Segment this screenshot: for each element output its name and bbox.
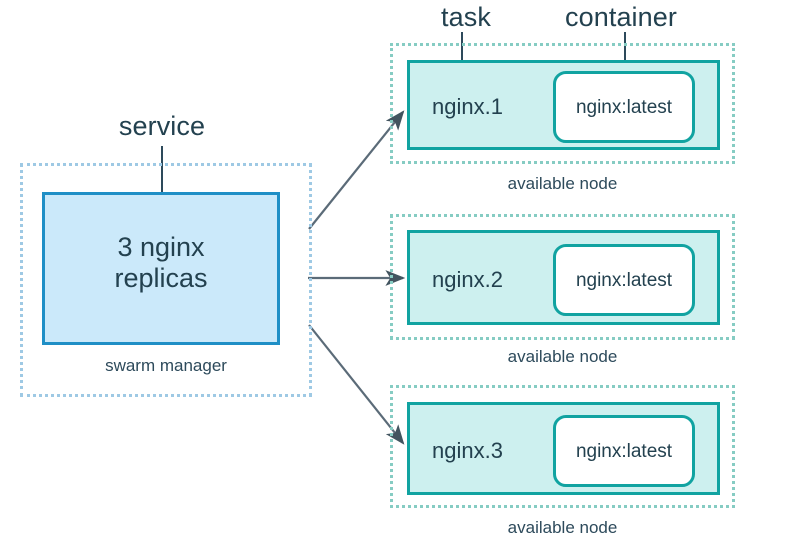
task-label-1: nginx.1 bbox=[432, 94, 503, 119]
task-box-3[interactable]: nginx.3 nginx:latest bbox=[407, 402, 720, 495]
annotation-label-task: task bbox=[441, 2, 491, 32]
container-box-3[interactable]: nginx:latest bbox=[553, 415, 695, 487]
task-label-3: nginx.3 bbox=[432, 438, 503, 463]
service-box[interactable]: 3 nginx replicas bbox=[42, 192, 280, 345]
node-group-1 bbox=[390, 43, 735, 164]
task-label-2: nginx.2 bbox=[432, 267, 503, 292]
swarm-manager-group bbox=[20, 163, 312, 397]
container-label-1: nginx:latest bbox=[575, 97, 673, 118]
annotation-label-container: container bbox=[565, 2, 677, 32]
leader-line-task bbox=[461, 32, 463, 86]
task-box-1[interactable]: nginx.1 nginx:latest bbox=[407, 60, 720, 150]
leader-line-container bbox=[624, 32, 626, 86]
container-box-1[interactable]: nginx:latest bbox=[553, 71, 695, 143]
service-replica-line-1: 3 nginx bbox=[117, 232, 205, 262]
node-caption-2: available node bbox=[507, 347, 618, 366]
container-box-2[interactable]: nginx:latest bbox=[553, 244, 695, 316]
task-box-2[interactable]: nginx.2 nginx:latest bbox=[407, 230, 720, 325]
swarm-manager-caption: swarm manager bbox=[105, 356, 227, 375]
arrow-service-to-node-1 bbox=[308, 110, 405, 230]
node-caption-1: available node bbox=[507, 174, 618, 193]
annotation-label-service: service bbox=[118, 111, 206, 141]
leader-line-service bbox=[161, 146, 163, 231]
node-caption-3: available node bbox=[507, 518, 618, 537]
container-label-3: nginx:latest bbox=[575, 441, 673, 462]
service-replica-line-2: replicas bbox=[114, 263, 208, 294]
container-label-2: nginx:latest bbox=[575, 270, 673, 291]
node-group-2 bbox=[390, 214, 735, 340]
arrow-service-to-node-3 bbox=[308, 324, 405, 445]
service-box-label: 3 nginx replicas bbox=[45, 232, 277, 295]
node-group-3 bbox=[390, 385, 735, 508]
